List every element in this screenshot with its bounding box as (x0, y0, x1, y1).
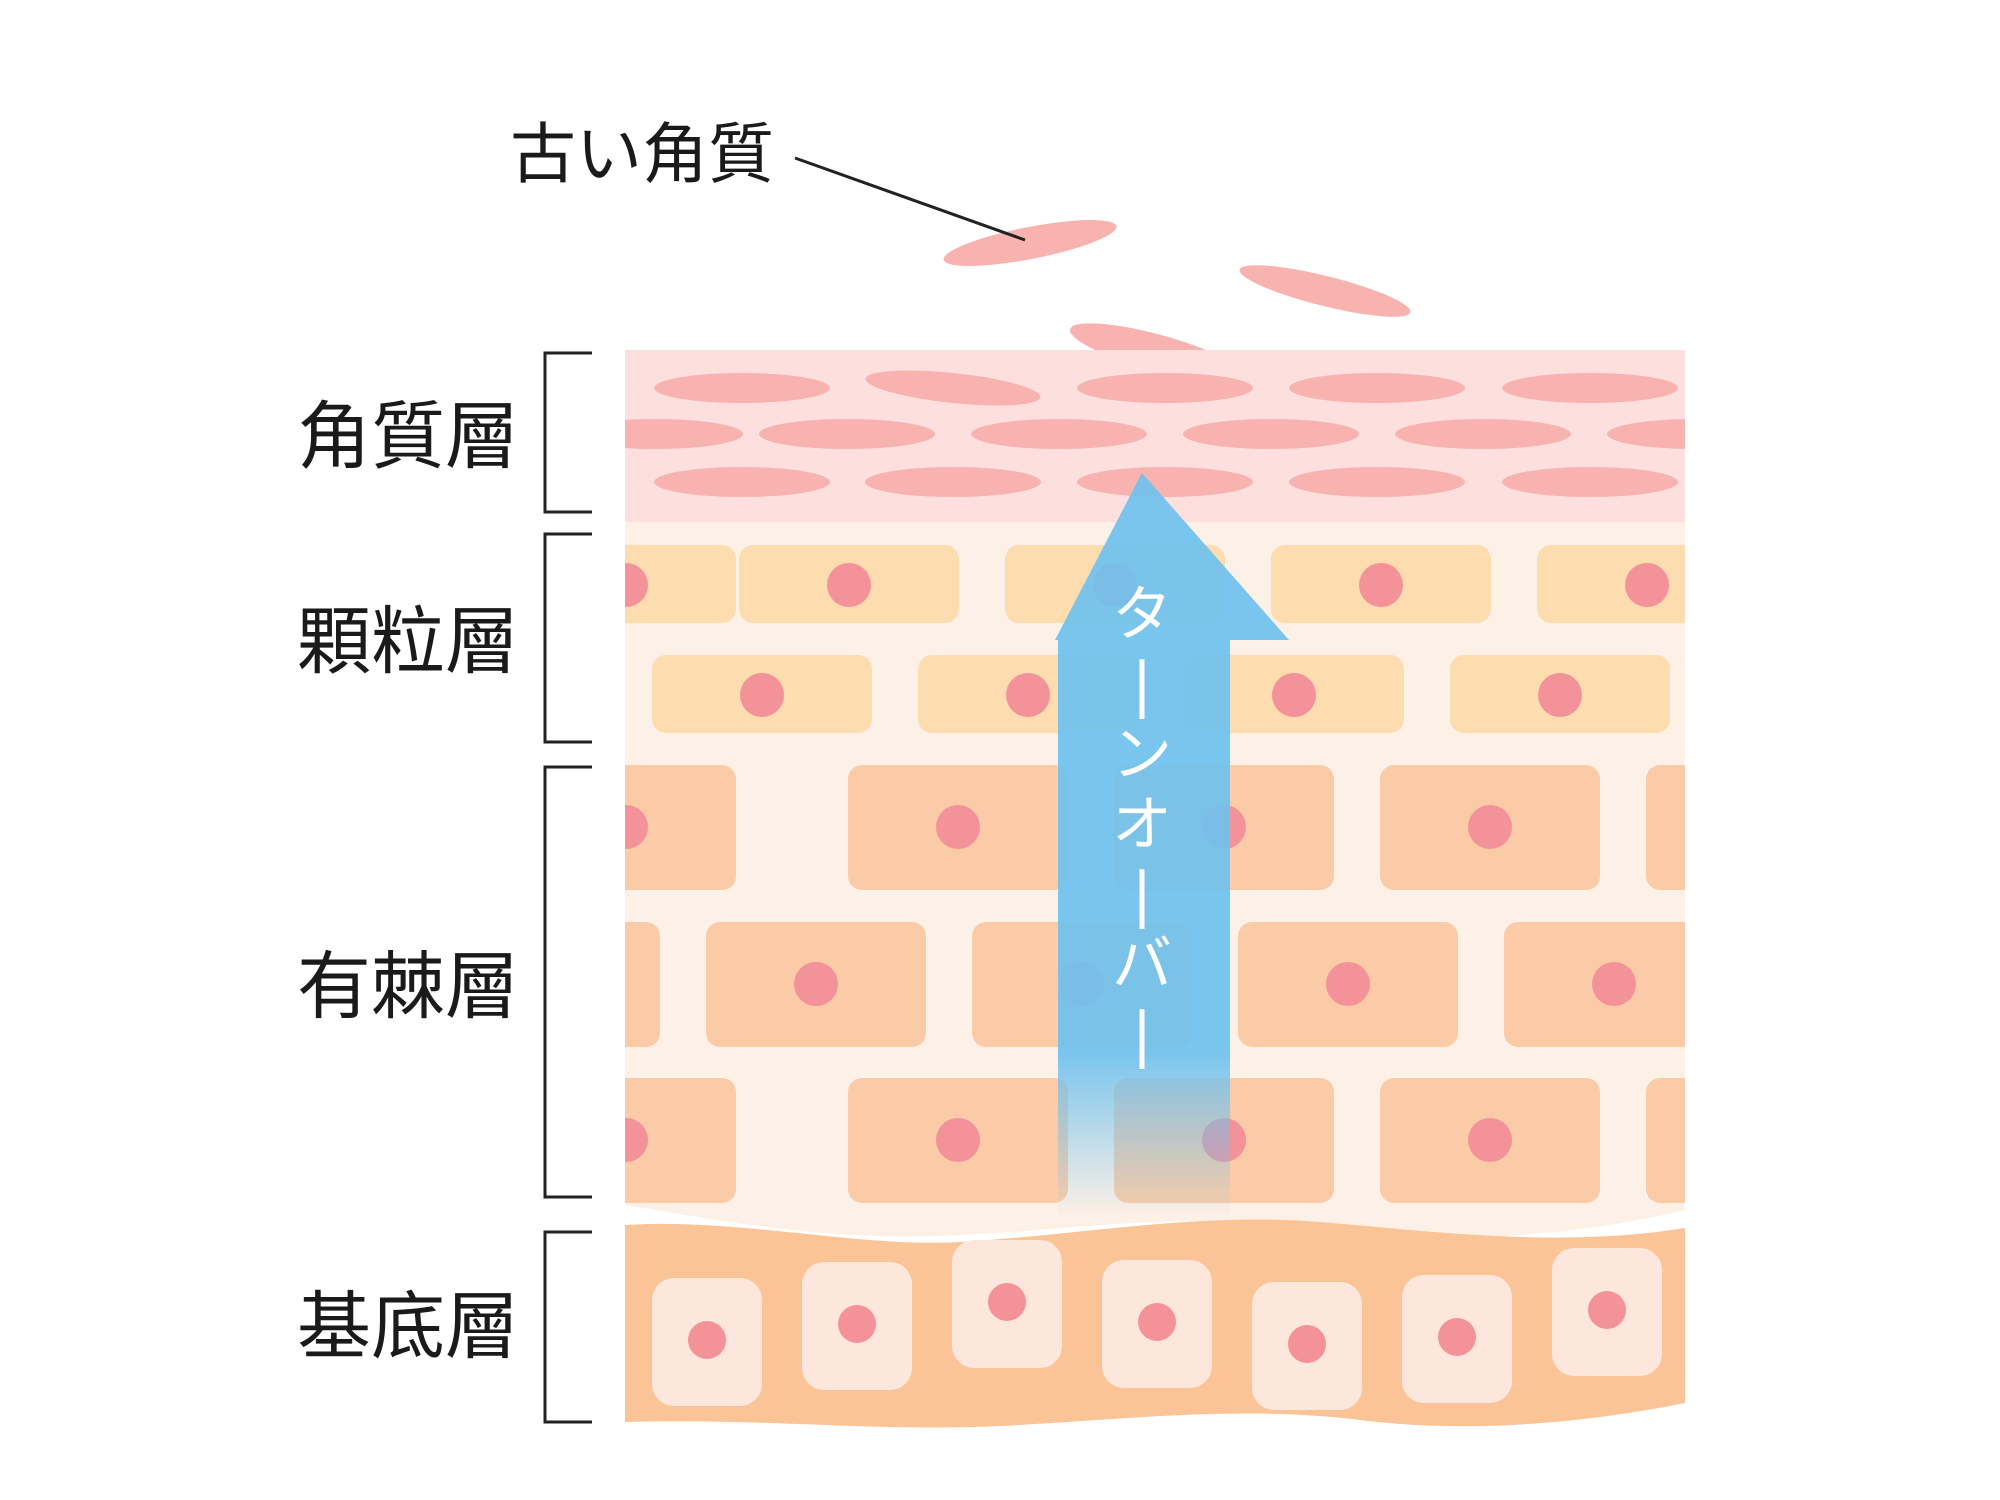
turnover-char: タ (1112, 580, 1172, 650)
corneocyte (1183, 419, 1359, 449)
corneocyte (654, 373, 830, 403)
nucleus (625, 563, 648, 607)
corneocyte (759, 419, 935, 449)
nucleus (1538, 673, 1582, 717)
nucleus (1588, 1291, 1626, 1329)
nucleus (1734, 805, 1778, 849)
nucleus (1138, 1303, 1176, 1341)
cell (1646, 765, 1685, 890)
corneocyte (1395, 419, 1571, 449)
stratum-corneum (625, 350, 1685, 522)
basal-cells (652, 1240, 1662, 1410)
nucleus (1468, 805, 1512, 849)
nucleus (625, 1118, 648, 1162)
turnover-char: ン (1112, 720, 1172, 790)
nucleus (1468, 1118, 1512, 1162)
layer-label-basale: 基底層 (297, 1284, 519, 1370)
cell (625, 1078, 736, 1203)
turnover-char: | (1132, 860, 1152, 930)
corneocyte (1607, 419, 1685, 449)
turnover-arrow: タ|ンオ|バ| (1055, 473, 1289, 1217)
bracket-basale (543, 1230, 592, 1424)
corneocyte (1077, 467, 1253, 497)
cell (625, 922, 660, 1047)
nucleus (625, 805, 648, 849)
corneocyte (625, 419, 743, 449)
nucleus (740, 673, 784, 717)
corneocyte (1502, 467, 1678, 497)
nucleus (988, 1283, 1026, 1321)
corneocyte (1502, 373, 1678, 403)
layer-label-spinosum: 有棘層 (297, 944, 519, 1030)
flake (943, 220, 1117, 266)
cell (625, 765, 736, 890)
leader-line (794, 156, 1026, 242)
nucleus (1625, 563, 1669, 607)
nucleus (1006, 673, 1050, 717)
nucleus (1288, 1325, 1326, 1363)
nucleus (528, 962, 572, 1006)
bracket-granulosum (543, 532, 592, 744)
cell (625, 545, 736, 623)
layer-label-granulosum: 顆粒層 (297, 599, 519, 685)
corneocyte (1289, 467, 1465, 497)
bracket-corneum (543, 351, 592, 514)
corneocyte (1077, 373, 1253, 403)
nucleus (827, 563, 871, 607)
nucleus (936, 805, 980, 849)
turnover-label: タ|ンオ|バ| (1112, 580, 1172, 1070)
bracket-spinosum (543, 765, 592, 1199)
turnover-char: | (1132, 1000, 1152, 1070)
turnover-char: | (1132, 650, 1152, 720)
nucleus (1734, 1118, 1778, 1162)
corneocyte (865, 370, 1041, 406)
nucleus (1326, 962, 1370, 1006)
nucleus (1272, 673, 1316, 717)
old-keratin-label: 古い角質 (510, 116, 774, 193)
nucleus (1438, 1318, 1476, 1356)
nucleus (688, 1321, 726, 1359)
turnover-char: オ (1112, 790, 1172, 860)
flake (1239, 265, 1411, 317)
nucleus (936, 1118, 980, 1162)
turnover-char: バ (1112, 930, 1172, 1000)
layer-label-corneum: 角質層 (297, 394, 519, 480)
corneocyte (1289, 373, 1465, 403)
layer-brackets (543, 351, 592, 1424)
corneocyte (865, 467, 1041, 497)
nucleus (1592, 962, 1636, 1006)
nucleus (794, 962, 838, 1006)
nucleus (1359, 563, 1403, 607)
corneocyte (654, 467, 830, 497)
nucleus (838, 1305, 876, 1343)
corneocyte (971, 419, 1147, 449)
cell (1646, 1078, 1685, 1203)
